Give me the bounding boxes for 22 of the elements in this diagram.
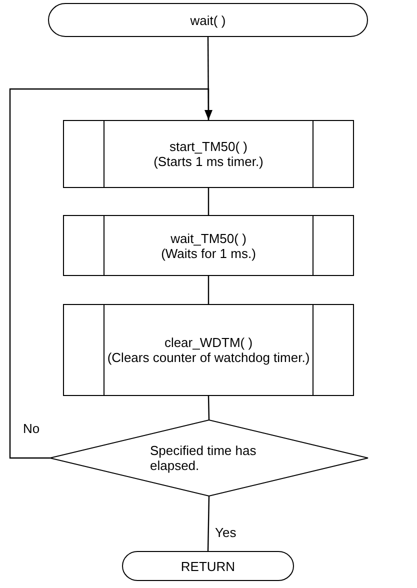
predefined-process-box [63, 215, 354, 276]
condition-text: Specified time has elapsed. [150, 443, 258, 473]
edge-label: No [22, 421, 41, 436]
edge-label: Yes [214, 525, 238, 540]
connector-line [207, 496, 210, 552]
description-text: (Starts 1 ms timer.) [154, 154, 264, 169]
connector-line [208, 188, 210, 215]
description-text: (Waits for 1 ms.) [161, 246, 256, 260]
function-name: wait( ) [190, 12, 226, 28]
function-name: clear_WDTM( ) [164, 335, 253, 350]
predefined-process-box [63, 120, 354, 188]
function-name: wait_TM50( ) [170, 230, 246, 246]
predefined-process-box [63, 304, 354, 396]
terminator-shape [48, 3, 368, 37]
function-name: RETURN [180, 558, 236, 574]
function-name: start_TM50( ) [169, 139, 248, 154]
terminator-shape [122, 551, 294, 581]
decision-diamond [50, 420, 368, 496]
arrow [9, 88, 212, 459]
connector-line [208, 396, 210, 420]
description-text: (Clears counter of watchdog timer.) [107, 350, 310, 365]
connector-line [208, 276, 210, 304]
